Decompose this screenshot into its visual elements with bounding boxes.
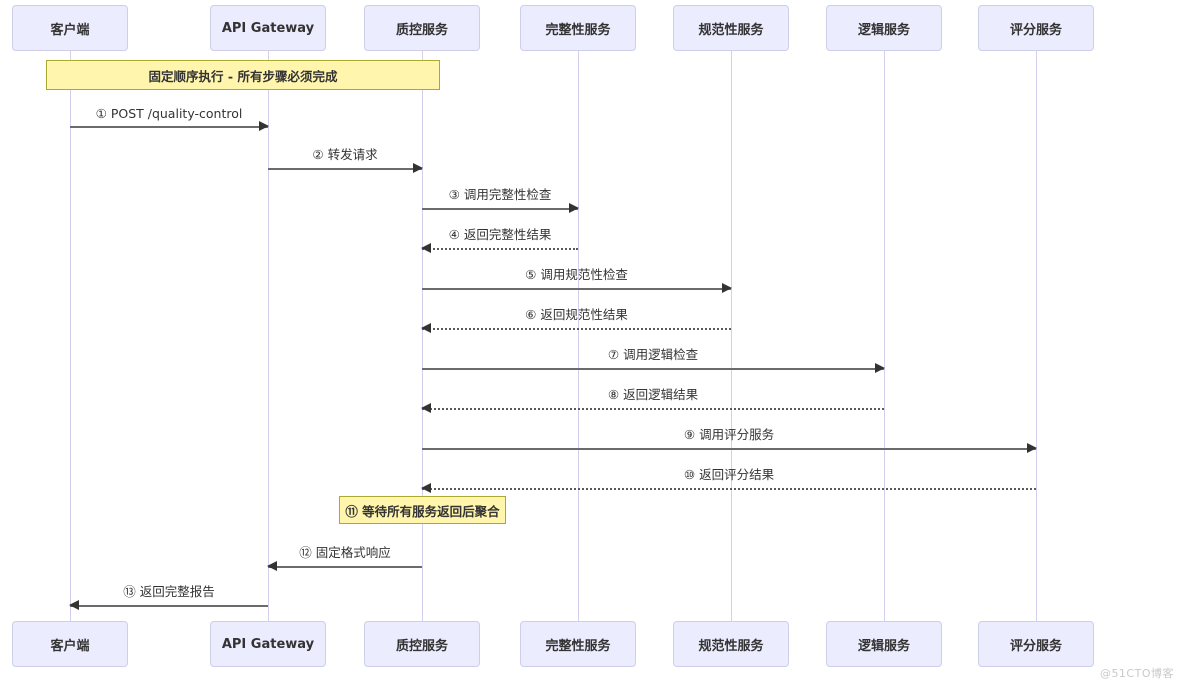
arrowhead-left-icon [421, 403, 431, 413]
arrow-line [70, 121, 269, 131]
message-2-forward-request: ② 转发请求 [268, 146, 423, 173]
arrowhead-right-icon [875, 363, 885, 373]
lifeline-api-gateway [268, 51, 269, 621]
message-label: ③ 调用完整性检查 [448, 187, 552, 202]
message-13-return-full-report: ⑬ 返回完整报告 [69, 583, 268, 610]
arrow-line [422, 443, 1037, 453]
lifeline-client [70, 51, 71, 621]
message-label: ② 转发请求 [312, 147, 378, 162]
message-label: ⑩ 返回评分结果 [683, 467, 775, 482]
message-label: ⑦ 调用逻辑检查 [607, 347, 699, 362]
arrow-line [268, 163, 423, 173]
arrow-line [422, 203, 579, 213]
participant-scoring-bottom: 评分服务 [978, 621, 1094, 667]
arrowhead-left-icon [421, 323, 431, 333]
participant-completeness-top: 完整性服务 [520, 5, 636, 51]
arrowhead-right-icon [259, 121, 269, 131]
arrowhead-left-icon [69, 600, 79, 610]
participant-logic-top: 逻辑服务 [826, 5, 942, 51]
participant-scoring-top: 评分服务 [978, 5, 1094, 51]
arrow-line [421, 483, 1036, 493]
message-label: ④ 返回完整性结果 [448, 227, 552, 242]
message-12-fixed-format-response: ⑫ 固定格式响应 [267, 544, 422, 571]
arrowhead-right-icon [722, 283, 732, 293]
arrowhead-left-icon [421, 483, 431, 493]
message-label: ⑥ 返回规范性结果 [525, 307, 628, 322]
participant-conformance-bottom: 规范性服务 [673, 621, 789, 667]
arrow-line [422, 283, 732, 293]
participant-api-gateway-top: API Gateway [210, 5, 326, 51]
message-6-return-conformance: ⑥ 返回规范性结果 [421, 306, 731, 333]
message-8-return-logic: ⑧ 返回逻辑结果 [421, 386, 884, 413]
arrowhead-right-icon [413, 163, 423, 173]
arrow-line [421, 243, 578, 253]
lifeline-qc-service [422, 51, 423, 621]
message-1-post-quality-control: ① POST /quality-control [70, 104, 269, 131]
message-3-call-completeness: ③ 调用完整性检查 [422, 186, 579, 213]
participant-api-gateway-bottom: API Gateway [210, 621, 326, 667]
lifeline-logic [884, 51, 885, 621]
arrowhead-right-icon [1027, 443, 1037, 453]
message-label: ⑧ 返回逻辑结果 [607, 387, 699, 402]
participant-completeness-bottom: 完整性服务 [520, 621, 636, 667]
lifeline-completeness [578, 51, 579, 621]
arrow-line [69, 600, 268, 610]
arrowhead-right-icon [569, 203, 579, 213]
arrowhead-left-icon [267, 561, 277, 571]
arrow-line [421, 403, 884, 413]
message-label: ① POST /quality-control [95, 106, 243, 121]
participant-conformance-top: 规范性服务 [673, 5, 789, 51]
participant-client-top: 客户端 [12, 5, 128, 51]
message-label: ⑨ 调用评分服务 [683, 427, 775, 442]
participant-client-bottom: 客户端 [12, 621, 128, 667]
message-label: ⑤ 调用规范性检查 [525, 267, 628, 282]
message-9-call-scoring: ⑨ 调用评分服务 [422, 426, 1037, 453]
message-4-return-completeness: ④ 返回完整性结果 [421, 226, 578, 253]
arrow-line [421, 323, 731, 333]
note-fixed-order: 固定顺序执行 - 所有步骤必须完成 [46, 60, 440, 90]
arrow-line [267, 561, 422, 571]
message-label: ⑬ 返回完整报告 [123, 584, 215, 599]
arrow-line [422, 363, 885, 373]
note-aggregate-after-all-returns: ⑪ 等待所有服务返回后聚合 [339, 496, 506, 524]
participant-qc-service-bottom: 质控服务 [364, 621, 480, 667]
lifeline-scoring [1036, 51, 1037, 621]
message-label: ⑫ 固定格式响应 [299, 545, 391, 560]
arrowhead-left-icon [421, 243, 431, 253]
message-5-call-conformance: ⑤ 调用规范性检查 [422, 266, 732, 293]
lifeline-conformance [731, 51, 732, 621]
message-10-return-scoring: ⑩ 返回评分结果 [421, 466, 1036, 493]
participant-qc-service-top: 质控服务 [364, 5, 480, 51]
message-7-call-logic: ⑦ 调用逻辑检查 [422, 346, 885, 373]
watermark-51cto: @51CTO博客 [1099, 667, 1174, 680]
participant-logic-bottom: 逻辑服务 [826, 621, 942, 667]
